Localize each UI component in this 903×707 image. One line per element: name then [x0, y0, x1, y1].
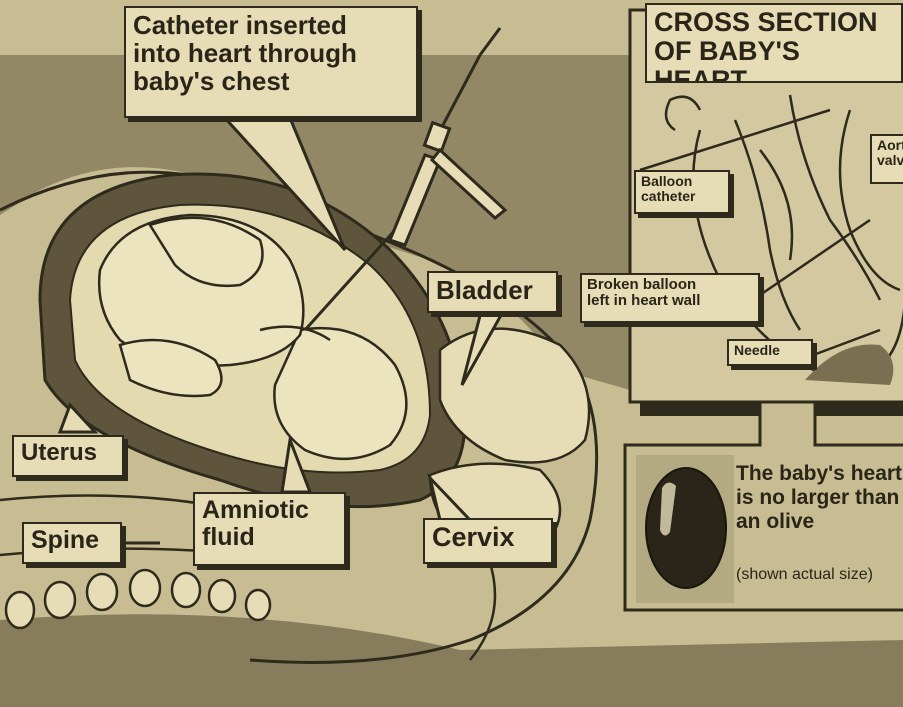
inset-connector-right	[815, 402, 903, 416]
olive-size-note: (shown actual size)	[736, 566, 873, 584]
broken-balloon-label: Broken balloon left in heart wall	[580, 273, 760, 323]
needle-label: Needle	[727, 339, 813, 366]
bladder-label: Bladder	[427, 271, 558, 313]
uterus-label: Uterus	[12, 435, 124, 477]
cross-section-title: CROSS SECTION OF BABY'S HEART	[645, 3, 903, 83]
olive-sized-heart	[646, 468, 726, 588]
catheter-inserted-label: Catheter inserted into heart through bab…	[124, 6, 418, 118]
amniotic-fluid-label: Amniotic fluid	[193, 492, 346, 566]
spine-label: Spine	[22, 522, 122, 564]
aortic-valve-label: Aortic valve	[870, 134, 903, 184]
balloon-catheter-label: Balloon catheter	[634, 170, 730, 214]
illustration-credit	[14, 696, 314, 707]
cervix-label: Cervix	[423, 518, 553, 564]
inset-connector-left	[640, 402, 760, 416]
